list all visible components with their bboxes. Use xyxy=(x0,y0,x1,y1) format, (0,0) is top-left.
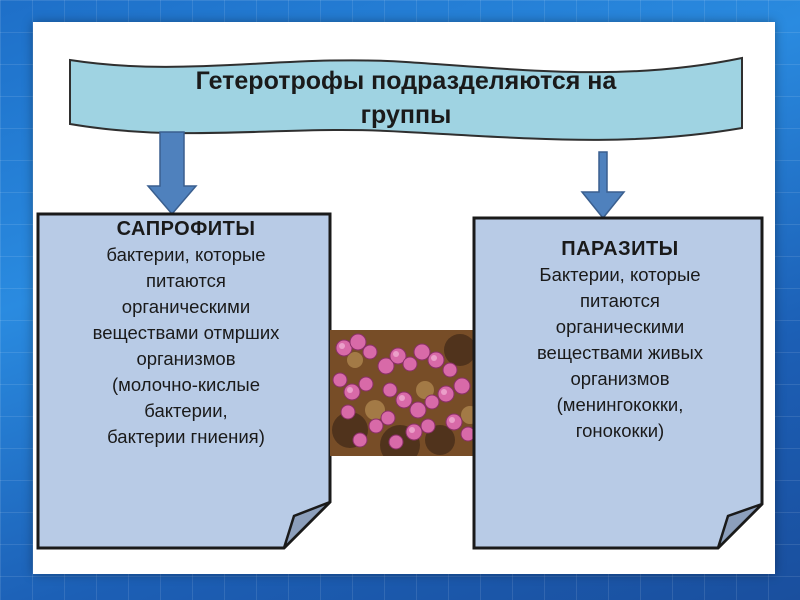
saprophytes-line: (молочно-кислые xyxy=(111,374,260,395)
page-title-line-1: Гетеротрофы подразделяются на xyxy=(195,67,617,95)
parasites-line: Бактерии, которые xyxy=(539,264,701,285)
title-banner: Гетеротрофы подразделяются на группы xyxy=(66,52,746,152)
down-arrow-icon xyxy=(580,151,626,220)
saprophytes-line: бактерии, которые xyxy=(106,244,266,265)
down-arrow-icon xyxy=(146,131,198,216)
saprophytes-title: САПРОФИТЫ xyxy=(116,218,256,240)
page-title-line-2: группы xyxy=(360,101,452,129)
parasites-line: органическими xyxy=(555,316,685,337)
saprophytes-line: бактерии, xyxy=(144,400,228,421)
parasites-title: ПАРАЗИТЫ xyxy=(561,238,679,260)
saprophytes-line: органическими xyxy=(121,296,251,317)
parasites-line: гонококки) xyxy=(575,420,665,441)
parasites-line: веществами живых xyxy=(536,342,704,363)
parasites-card: ПАРАЗИТЫ Бактерии, которые питаются орга… xyxy=(472,216,768,552)
saprophytes-card: САПРОФИТЫ бактерии, которые питаются орг… xyxy=(36,212,336,552)
saprophytes-line: бактерии гниения) xyxy=(107,426,265,447)
page-title: Гетеротрофы подразделяются на группы xyxy=(86,64,726,132)
parasites-line: питаются xyxy=(580,290,660,311)
parasites-line: организмов xyxy=(570,368,670,389)
saprophytes-line: веществами отмрших xyxy=(92,322,280,343)
parasites-line: (менингококки, xyxy=(556,394,684,415)
saprophytes-line: питаются xyxy=(146,270,226,291)
bacteria-photo xyxy=(330,330,478,456)
saprophytes-line: организмов xyxy=(136,348,236,369)
